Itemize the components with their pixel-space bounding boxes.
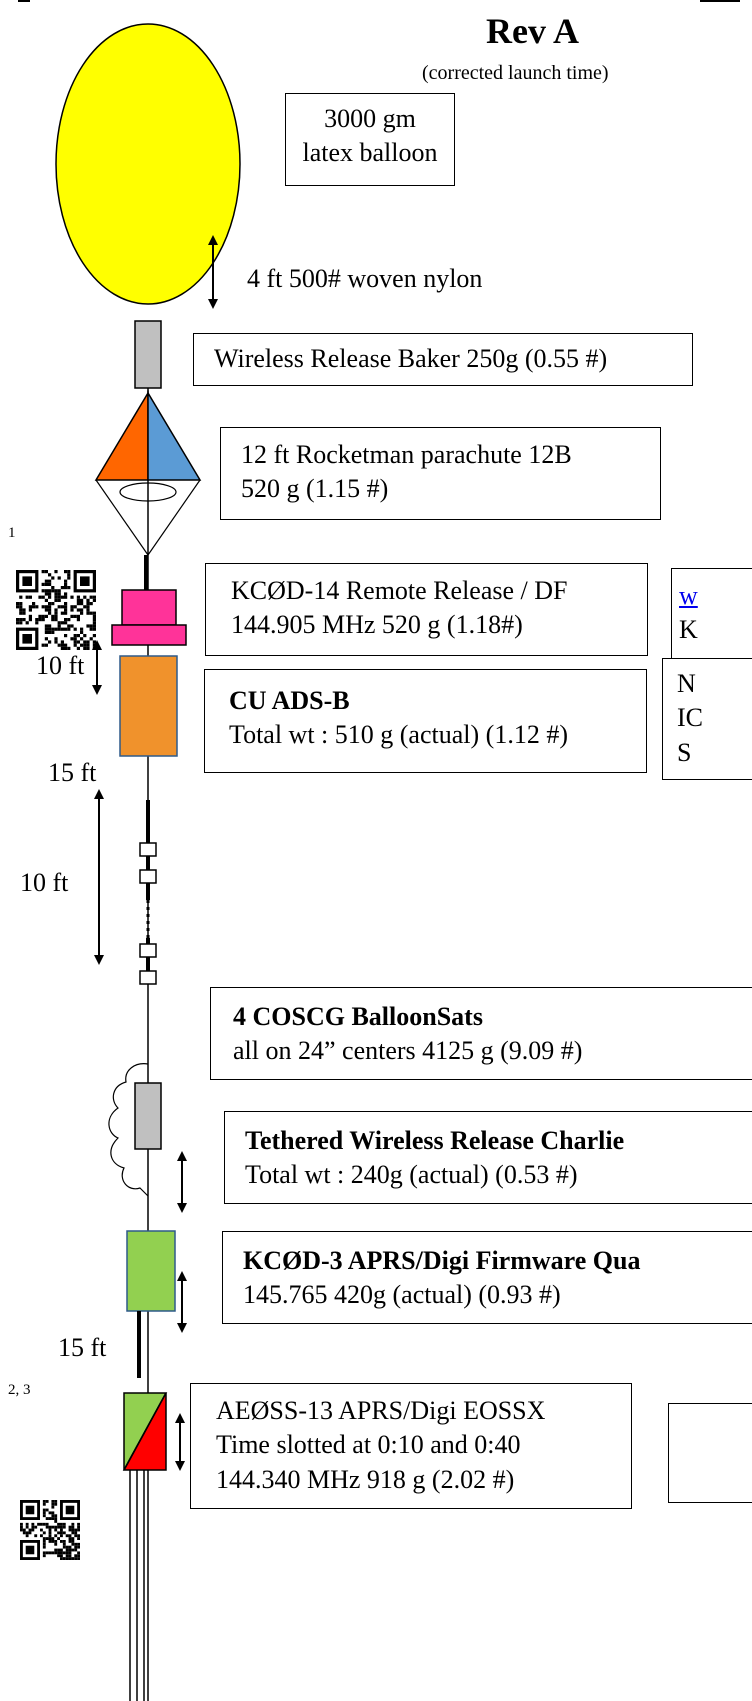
qr-code-icon bbox=[20, 1500, 80, 1560]
side-box-3 bbox=[668, 1403, 752, 1503]
parachute-right-panel bbox=[147, 390, 202, 481]
parachute-left-panel bbox=[94, 390, 149, 481]
parachute-shroud-left bbox=[95, 479, 149, 556]
rev-title: Rev A bbox=[486, 11, 579, 51]
spacing-10ft-a: 10 ft bbox=[36, 651, 85, 680]
parachute-line1: 12 ft Rocketman parachute 12B bbox=[241, 440, 572, 469]
ae0ss13-line2: Time slotted at 0:10 and 0:40 bbox=[216, 1430, 521, 1460]
footnote-1: 1 bbox=[8, 525, 16, 541]
balloonsats-line2: all on 24” centers 4125 g (9.09 #) bbox=[233, 1036, 583, 1066]
side-box-1: w K bbox=[671, 568, 752, 661]
qr-code-icon bbox=[16, 570, 96, 650]
rev-note: (corrected launch time) bbox=[422, 62, 609, 84]
ae0ss13-line3: 144.340 MHz 918 g (2.02 #) bbox=[216, 1464, 515, 1494]
ads-b-line2: Total wt : 510 g (actual) (1.12 #) bbox=[229, 720, 568, 750]
balloon-label: 3000 gm latex balloon bbox=[285, 93, 455, 186]
slack-tether bbox=[108, 1063, 149, 1197]
balloonsat-4 bbox=[139, 970, 157, 985]
release-charlie-body bbox=[134, 1082, 162, 1150]
release-baker-body bbox=[134, 320, 162, 389]
remote-release-box: KCØD-14 Remote Release / DF 144.905 MHz … bbox=[205, 563, 648, 656]
remote-release-line2: 144.905 MHz 520 g (1.18#) bbox=[231, 610, 523, 640]
balloonsat-3 bbox=[139, 943, 157, 958]
remote-release-line1: KCØD-14 Remote Release / DF bbox=[231, 576, 568, 605]
ads-b-title: CU ADS-B bbox=[229, 686, 350, 715]
parachute-line2: 520 g (1.15 #) bbox=[241, 474, 389, 504]
balloon-label-line1: 3000 gm bbox=[324, 104, 416, 133]
side-box-2-line1: N bbox=[677, 669, 696, 698]
side-box-2-line3: S bbox=[677, 737, 692, 767]
release-charlie-title: Tethered Wireless Release Charlie bbox=[245, 1126, 625, 1155]
side-box-1-line2: K bbox=[679, 615, 698, 645]
balloon-label-line2: latex balloon bbox=[302, 138, 438, 168]
parachute-box: 12 ft Rocketman parachute 12B 520 g (1.1… bbox=[220, 427, 661, 520]
footnote-2-3: 2, 3 bbox=[8, 1382, 31, 1398]
side-box-2: N IC S bbox=[662, 658, 752, 780]
balloonsats-box: 4 COSCG BalloonSats all on 24” centers 4… bbox=[210, 987, 752, 1080]
ae0ss13-line1: AEØSS-13 APRS/Digi EOSSX bbox=[216, 1396, 546, 1425]
ads-b-payload bbox=[119, 655, 178, 757]
release-charlie-box: Tethered Wireless Release Charlie Total … bbox=[224, 1111, 752, 1204]
kc0d3-line2: 145.765 420g (actual) (0.93 #) bbox=[243, 1280, 561, 1310]
release-baker-label: Wireless Release Baker 250g (0.55 #) bbox=[214, 344, 608, 373]
ae0ss13-divider bbox=[123, 1392, 167, 1471]
spacing-15ft-b: 15 ft bbox=[58, 1333, 107, 1362]
side-box-2-line2: IC bbox=[677, 703, 703, 733]
spacing-15ft-a: 15 ft bbox=[48, 758, 97, 787]
ads-b-box: CU ADS-B Total wt : 510 g (actual) (1.12… bbox=[204, 669, 647, 773]
kc0d3-title: KCØD-3 APRS/Digi Firmware Qua bbox=[243, 1246, 641, 1275]
balloonsat-2 bbox=[139, 869, 157, 884]
parachute-shroud-right bbox=[147, 479, 201, 556]
spacing-10ft-b: 10 ft bbox=[20, 868, 69, 897]
remote-release-top bbox=[121, 589, 177, 626]
kc0d3-box: KCØD-3 APRS/Digi Firmware Qua 145.765 42… bbox=[222, 1231, 752, 1324]
remote-release-base bbox=[111, 624, 187, 646]
kc0d3-payload bbox=[126, 1230, 176, 1312]
balloon bbox=[55, 23, 241, 305]
side-box-1-link[interactable]: w bbox=[679, 581, 698, 610]
balloonsat-1 bbox=[139, 842, 157, 857]
parachute-ring bbox=[119, 482, 177, 502]
release-charlie-line2: Total wt : 240g (actual) (0.53 #) bbox=[245, 1160, 578, 1190]
tether-note: 4 ft 500# woven nylon bbox=[247, 264, 483, 293]
release-baker-box: Wireless Release Baker 250g (0.55 #) bbox=[193, 333, 693, 386]
ae0ss13-box: AEØSS-13 APRS/Digi EOSSX Time slotted at… bbox=[190, 1383, 632, 1509]
balloonsats-title: 4 COSCG BalloonSats bbox=[233, 1002, 483, 1031]
